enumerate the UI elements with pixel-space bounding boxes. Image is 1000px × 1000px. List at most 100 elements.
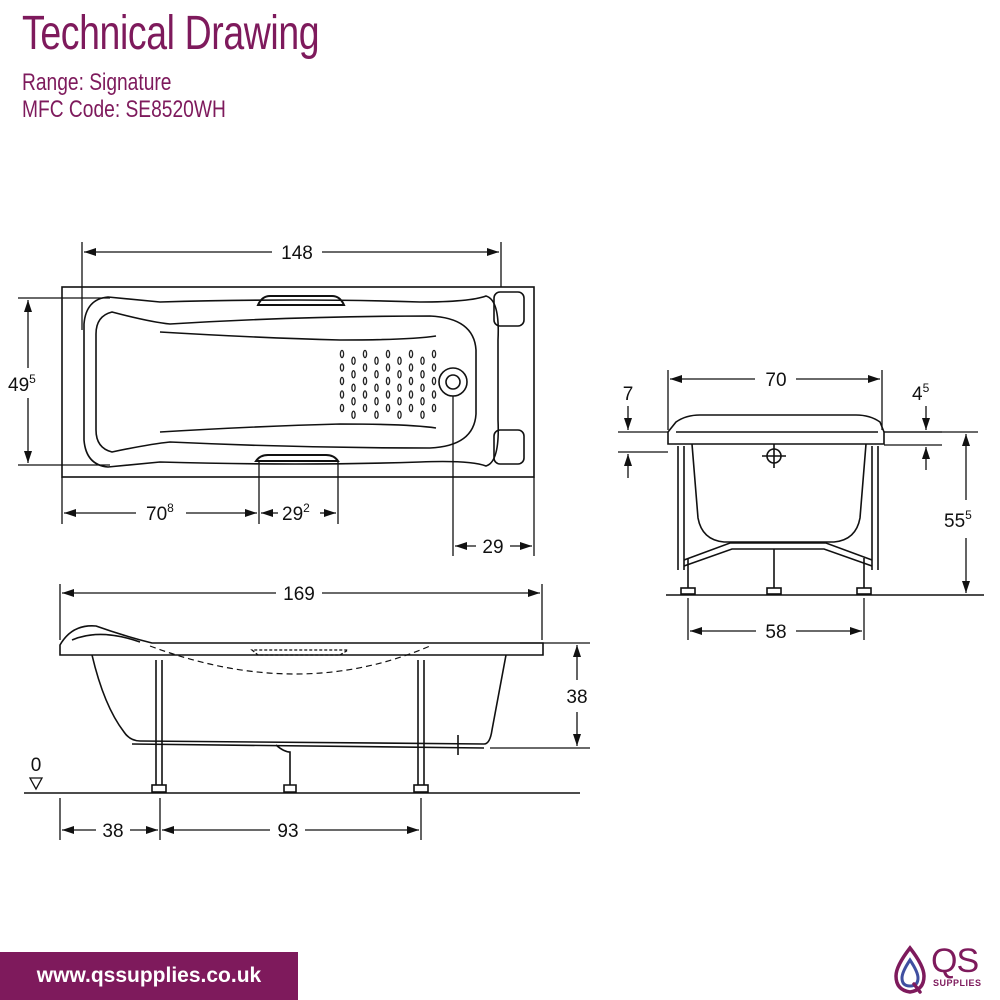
anti-slip-dimple xyxy=(408,363,414,372)
logo-subtext: SUPPLIES xyxy=(933,978,982,988)
end-view xyxy=(666,414,984,596)
anti-slip-dimple xyxy=(431,363,437,372)
anti-slip-dimple xyxy=(351,370,356,379)
anti-slip-dimple xyxy=(397,370,402,379)
anti-slip-dimple xyxy=(385,349,391,359)
grip-top-icon xyxy=(256,295,346,306)
side-view-waste-trap xyxy=(275,744,297,793)
grip-bottom-icon xyxy=(254,454,340,462)
anti-slip-dimple xyxy=(420,397,425,406)
side-view-foot-left xyxy=(151,784,167,793)
anti-slip-dimple xyxy=(351,397,356,406)
range-label: Range: xyxy=(22,69,90,96)
side-view xyxy=(24,625,580,794)
anti-slip-dimple xyxy=(339,349,345,359)
anti-slip-dimple xyxy=(408,376,414,386)
end-view-basin xyxy=(691,443,867,543)
dim-label-waste: 29 xyxy=(482,537,503,558)
dim-label-depth: 38 xyxy=(566,687,587,708)
top-view-contour-lower xyxy=(159,423,437,433)
tap-deck-top xyxy=(493,291,525,327)
dim-label-length: 148 xyxy=(281,243,313,264)
end-view-foot-left xyxy=(680,587,696,595)
side-view-headrest xyxy=(71,633,141,643)
range-value: Signature xyxy=(89,69,172,96)
header: Technical Drawing Range: Signature MFC C… xyxy=(22,10,403,124)
anti-slip-dimple xyxy=(385,376,391,386)
logo-letters: QS xyxy=(931,942,979,980)
side-view-body xyxy=(91,654,507,745)
floor-level-icon xyxy=(28,777,44,791)
waste-inner-icon xyxy=(445,374,461,390)
end-view-dimensions xyxy=(618,370,978,640)
anti-slip-dimple xyxy=(420,383,425,393)
anti-slip-dimple xyxy=(374,356,379,366)
end-view-labels: 70 7 45 555 58 xyxy=(623,370,972,643)
anti-slip-dimple xyxy=(397,356,402,366)
side-view-dimensions xyxy=(28,584,590,840)
anti-slip-dimple xyxy=(339,363,345,372)
anti-slip-dimple xyxy=(408,349,414,359)
anti-slip-dimple xyxy=(339,403,345,413)
top-view xyxy=(61,286,535,478)
anti-slip-dimple xyxy=(420,370,425,379)
anti-slip-dimple xyxy=(374,383,379,393)
anti-slip-dimple xyxy=(362,390,368,399)
mfc-label: MFC Code: xyxy=(22,95,126,123)
website-link[interactable]: www.qssupplies.co.uk xyxy=(36,964,262,987)
side-view-labels: 169 38 0 38 93 xyxy=(31,584,588,842)
tap-deck-bottom xyxy=(493,429,525,465)
anti-slip-dimple xyxy=(431,376,437,386)
anti-slip-dimple xyxy=(339,390,345,399)
page-title: Technical Drawing xyxy=(22,7,320,60)
side-view-hidden-contour xyxy=(149,645,431,675)
range-line: Range: Signature xyxy=(22,69,327,97)
mfc-line: MFC Code: SE8520WH xyxy=(22,95,327,124)
anti-slip-dimple xyxy=(374,370,379,379)
side-view-base-frame xyxy=(131,743,485,749)
anti-slip-dimple xyxy=(408,403,414,413)
droplet-logo-icon xyxy=(894,945,926,994)
end-view-foot-right xyxy=(856,587,872,595)
anti-slip-dimple xyxy=(362,403,368,413)
end-view-rim xyxy=(667,414,885,445)
anti-slip-dimple xyxy=(351,356,356,366)
dim-label-rim-offset: 45 xyxy=(912,381,930,405)
anti-slip-dimple xyxy=(362,349,368,359)
side-view-grip xyxy=(250,649,351,656)
dim-label-overall-length: 169 xyxy=(283,584,315,605)
anti-slip-dimple xyxy=(431,390,437,399)
dim-label-floor-level: 0 xyxy=(31,755,42,776)
anti-slip-dimple xyxy=(362,376,368,386)
top-view-dimensions xyxy=(18,242,535,556)
side-view-rim xyxy=(59,625,544,656)
mfc-value: SE8520WH xyxy=(125,95,226,123)
anti-slip-dimple xyxy=(351,410,356,420)
top-view-labels: 148 495 708 292 29 xyxy=(8,243,504,558)
anti-slip-dimple xyxy=(431,349,437,359)
anti-slip-dimple xyxy=(397,410,402,420)
waste-outer-icon xyxy=(438,367,468,397)
dim-label-end-width: 70 xyxy=(765,370,786,391)
anti-slip-dimple xyxy=(385,363,391,372)
top-view-outline xyxy=(61,286,535,478)
dim-label-leg-spacing: 93 xyxy=(277,821,298,842)
anti-slip-dimple xyxy=(385,403,391,413)
anti-slip-dimple xyxy=(374,397,379,406)
anti-slip-dimple xyxy=(420,410,425,420)
anti-slip-dimple xyxy=(431,403,437,413)
anti-slip-dimple xyxy=(339,376,345,386)
dim-label-grip-length: 292 xyxy=(282,501,310,525)
dim-label-rim-thickness: 7 xyxy=(623,384,634,405)
anti-slip-dimple xyxy=(362,363,368,372)
end-view-foot-mid xyxy=(766,587,782,595)
footer-bar: www.qssupplies.co.uk xyxy=(0,952,298,1000)
dim-label-leg-width: 58 xyxy=(765,622,786,643)
anti-slip-dimple xyxy=(397,397,402,406)
top-view-basin xyxy=(95,311,477,453)
anti-slip-dimple xyxy=(351,383,356,393)
top-view-contour-upper xyxy=(159,331,437,341)
dim-label-end-to-leg: 38 xyxy=(102,821,123,842)
top-view-inner-rim xyxy=(83,295,500,468)
